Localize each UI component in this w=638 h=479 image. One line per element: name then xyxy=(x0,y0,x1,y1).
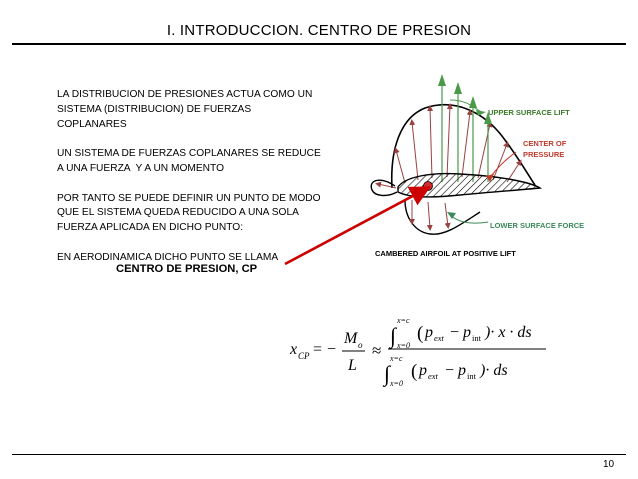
paragraph-2-line-2: A UNA FUERZA Y A UN MOMENTO xyxy=(57,162,225,174)
upper-surface-lift-label: UPPER SURFACE LIFT xyxy=(488,108,570,117)
center-of-pressure-callout: CENTRO DE PRESION, CP xyxy=(116,263,258,275)
eq-den-open: ( xyxy=(411,361,417,382)
eq-num-ext: ext xyxy=(434,333,445,343)
paragraph-2-line-1: UN SISTEMA DE FUERZAS COPLANARES SE REDU… xyxy=(57,148,321,160)
body-text: LA DISTRIBUCION DE PRESIONES ACTUA COMO … xyxy=(57,88,357,280)
figure-caption: CAMBERED AIRFOIL AT POSITIVE LIFT xyxy=(375,249,516,258)
paragraph-2: UN SISTEMA DE FUERZAS COPLANARES SE REDU… xyxy=(57,147,357,177)
paragraph-3-line-3: FUERZA APLICADA EN DICHO PUNTO: xyxy=(57,222,244,234)
eq-equals: = xyxy=(313,341,322,358)
eq-moment: M xyxy=(343,330,359,347)
cp-indicator-arrow xyxy=(284,186,431,266)
eq-lhs-sub: CP xyxy=(298,351,310,361)
slide-title: I. INTRODUCCION. CENTRO DE PRESION xyxy=(166,22,472,39)
eq-den-integral: ∫ xyxy=(382,361,392,387)
eq-den-ext: ext xyxy=(428,371,439,381)
lower-surface-force-label: LOWER SURFACE FORCE xyxy=(490,221,584,230)
eq-den-tail: )· ds xyxy=(479,362,508,379)
paragraph-1: LA DISTRIBUCION DE PRESIONES ACTUA COMO … xyxy=(57,88,357,132)
eq-lift: L xyxy=(347,357,357,374)
eq-num-int: int xyxy=(472,333,482,343)
center-of-pressure-label-2: PRESSURE xyxy=(523,150,564,159)
eq-den-minus: − xyxy=(445,362,454,379)
eq-den-lower: x=0 xyxy=(389,379,403,388)
lower-pressure-envelope xyxy=(404,199,481,235)
paragraph-4-line-1: EN AERODINAMICA DICHO PUNTO SE LLAMA xyxy=(57,251,279,263)
title-rule xyxy=(12,43,626,45)
eq-num-minus: − xyxy=(450,324,459,341)
eq-num-upper: x=c xyxy=(396,316,410,325)
eq-minus: − xyxy=(327,341,336,358)
paragraph-3-line-2: QUE EL SISTEMA QUEDA REDUCIDO A UNA SOLA xyxy=(57,207,299,219)
airfoil-shape xyxy=(397,172,543,198)
paragraph-1-line-2: SISTEMA (DISTRIBUCION) DE FUERZAS xyxy=(57,103,252,115)
paragraph-4: EN AERODINAMICA DICHO PUNTO SE LLAMA xyxy=(57,251,357,266)
paragraph-3-line-1: POR TANTO SE PUEDE DEFINIR UN PUNTO DE M… xyxy=(57,192,321,204)
eq-approx: ≈ xyxy=(372,341,381,360)
eq-num-lower: x=0 xyxy=(396,341,410,350)
paragraph-1-line-1: LA DISTRIBUCION DE PRESIONES ACTUA COMO … xyxy=(57,89,313,100)
eq-moment-sub: o xyxy=(358,340,363,350)
footer-rule xyxy=(12,454,626,455)
paragraph-1-line-3: COPLANARES xyxy=(57,118,127,130)
lift-arrows xyxy=(441,80,489,182)
paragraph-3: POR TANTO SE PUEDE DEFINIR UN PUNTO DE M… xyxy=(57,192,357,236)
leading-edge-lobe xyxy=(370,179,398,197)
eq-num-p1: p xyxy=(424,324,433,341)
eq-num-open: ( xyxy=(417,323,423,344)
eq-num-integral: ∫ xyxy=(388,323,398,349)
center-of-pressure-label-1: CENTER OF xyxy=(523,139,567,148)
eq-num-p2: p xyxy=(462,324,471,341)
eq-den-p2: p xyxy=(457,362,466,379)
eq-den-int: int xyxy=(467,371,477,381)
eq-den-p1: p xyxy=(418,362,427,379)
eq-num-tail: )· x · ds xyxy=(484,324,532,341)
eq-den-upper: x=c xyxy=(389,354,403,363)
page-number: 10 xyxy=(603,459,615,470)
eq-lhs: x xyxy=(289,341,297,358)
